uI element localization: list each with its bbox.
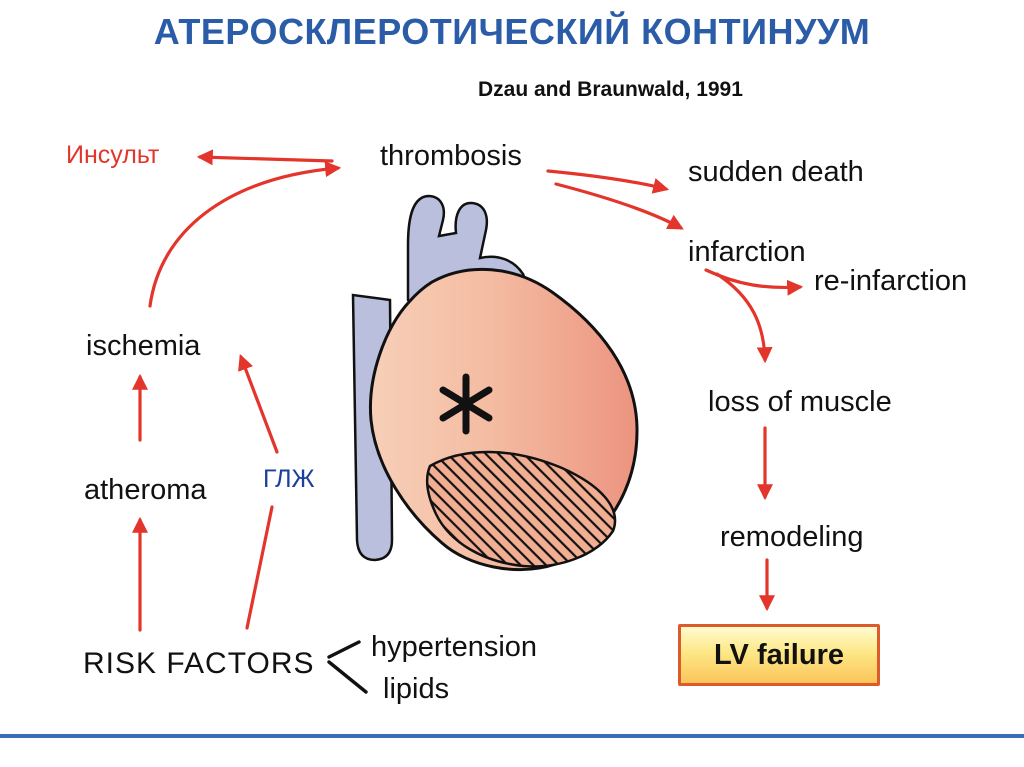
label-thrombosis: thrombosis [380, 140, 522, 172]
label-remodeling: remodeling [720, 521, 864, 553]
label-loss-of-muscle: loss of muscle [708, 386, 892, 418]
bottom-divider [0, 734, 1024, 738]
arrows [132, 149, 804, 632]
label-stroke: Инсульт [66, 141, 160, 169]
label-ischemia: ischemia [86, 330, 201, 362]
tick-to-lipids [327, 660, 368, 694]
arrow-thrombosis-to-infarction [554, 182, 684, 230]
aorta-vessel [406, 194, 532, 314]
label-infarction: infarction [688, 236, 806, 268]
label-hypertension: hypertension [371, 631, 538, 663]
label-atheroma: atheroma [84, 474, 207, 506]
lv-failure-label: LV failure [714, 638, 844, 671]
label-re-infarction: re-infarction [814, 265, 968, 297]
lv-failure-box: LV failure [678, 624, 880, 686]
arrow-lvh-to-ischemia [238, 354, 279, 454]
page-title: АТЕРОСКЛЕРОТИЧЕСКИЙ КОНТИНУУМ [153, 11, 871, 52]
occlusion-asterisk [439, 373, 493, 435]
label-risk-factors: RISK FACTORS [83, 647, 315, 680]
tick-to-hypertension [327, 640, 361, 659]
label-sudden-death: sudden death [688, 156, 864, 188]
arrow-ischemia-to-thrombosis [148, 161, 342, 308]
vena-cava-vessel [351, 293, 394, 562]
heart-illustration [351, 194, 639, 571]
risk-factors-brace [327, 640, 368, 694]
label-lipids: lipids [383, 673, 450, 705]
line-risk-factors-to-lvh [245, 505, 274, 630]
arrow-thrombosis-to-sudden-death [546, 169, 670, 194]
arrow-thrombosis-to-stroke [196, 149, 334, 166]
citation: Dzau and Braunwald, 1991 [478, 78, 743, 101]
arrow-infarction-to-loss-of-muscle [715, 272, 773, 364]
label-lvh: ГЛЖ [263, 465, 315, 493]
infarct-region [425, 450, 617, 568]
heart-body [368, 267, 639, 571]
arrow-infarction-to-re-infarction [704, 268, 804, 296]
